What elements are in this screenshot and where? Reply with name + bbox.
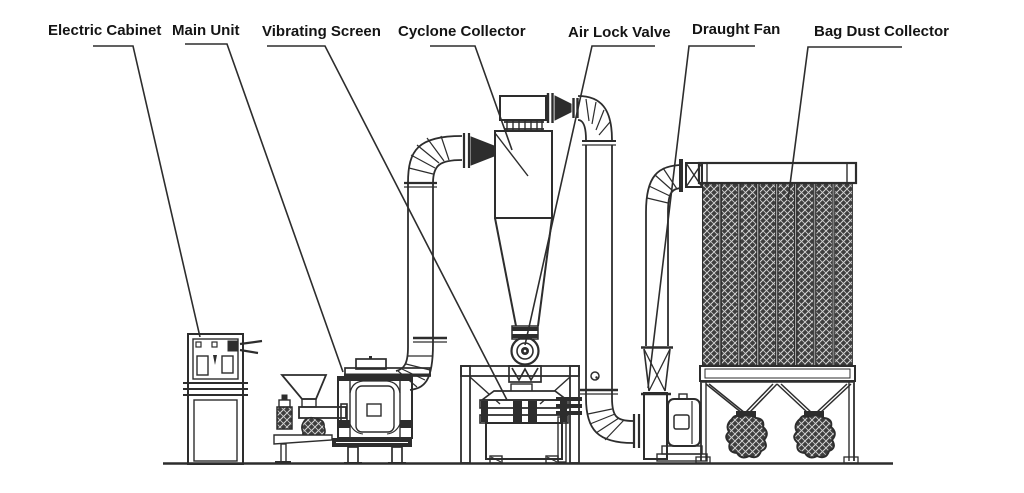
cyclone-outlet-duct [577,95,641,448]
electric-cabinet-drawing [183,333,263,465]
leader-bag-dust-collector [787,46,902,201]
vibrating-screen-drawing [460,365,582,464]
riser-duct [395,133,495,391]
main-unit-drawing [273,356,431,464]
label-electric-cabinet: Electric Cabinet [48,22,162,39]
leader-air-lock-valve [524,45,655,346]
leader-draught-fan [647,45,755,389]
bag-dust-collector-drawing [695,161,859,464]
expansion-joint [641,346,673,392]
screen-body [485,422,563,460]
leader-lines [93,43,902,401]
label-bag-dust-collector: Bag Dust Collector [814,23,950,40]
cyclone-cone [494,217,517,327]
inlet-damper [679,159,683,192]
screw-feeder [273,394,348,463]
feeder-motor [276,406,293,430]
fan-motor [667,393,701,447]
inlet-cone [470,136,495,166]
damper-port [590,371,600,381]
leader-vibrating-screen [267,45,508,401]
cabinet-door [193,399,238,462]
label-vibrating-screen: Vibrating Screen [262,23,381,40]
clean-air-plenum [697,161,858,185]
fan-housing [643,392,668,460]
label-cyclone-collector: Cyclone Collector [398,23,526,40]
discharge-spout [556,397,582,463]
label-air-lock-valve: Air Lock Valve [568,24,671,41]
feed-hopper [280,374,328,408]
cyclone-collector-drawing [494,93,579,327]
indicator-light [227,340,239,352]
air-lock-valve-drawing [508,325,542,383]
label-main-unit: Main Unit [172,22,240,39]
collection-bag [725,411,768,459]
fan-outlet-duct [645,159,703,346]
filter-bags [702,183,853,366]
leader-electric-cabinet [93,45,201,338]
dust-hopper [705,383,852,414]
collection-bag [793,411,836,459]
leader-cyclone-collector [430,45,513,151]
meter [196,355,209,376]
leader-main-unit [185,43,344,373]
label-draught-fan: Draught Fan [692,21,781,38]
cyclone-body [494,130,553,219]
inspection-door [366,403,382,417]
meter [221,355,234,374]
rotary-valve-motor [510,336,540,366]
outlet-cone [554,95,572,121]
